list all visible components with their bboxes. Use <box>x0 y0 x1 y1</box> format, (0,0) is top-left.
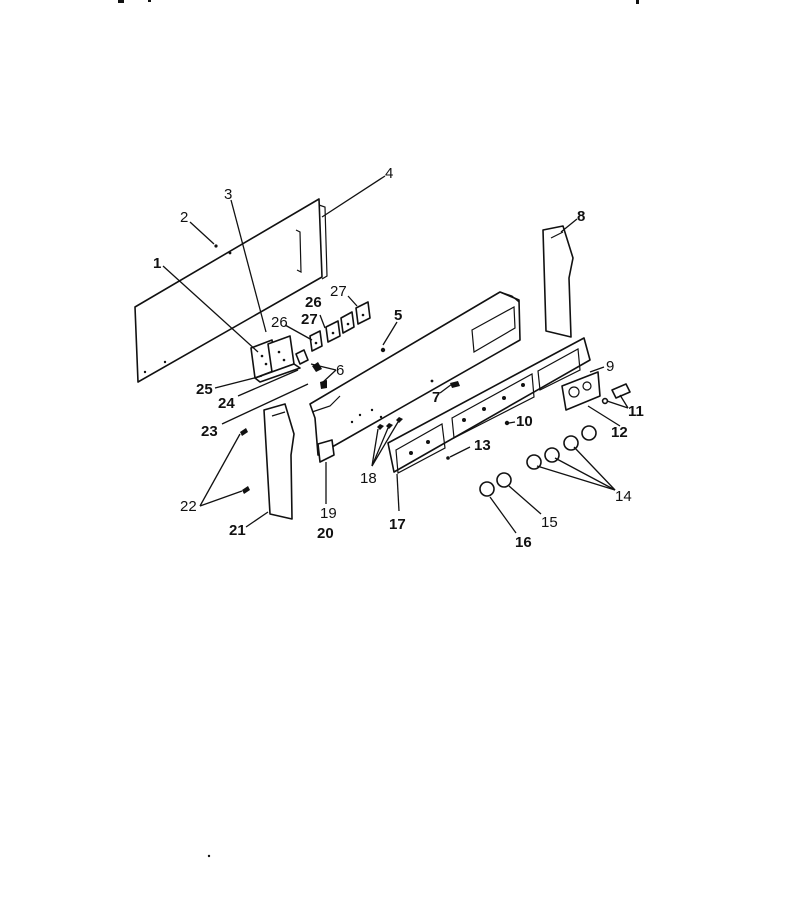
callout-27-right: 27 <box>330 283 347 300</box>
callout-23: 23 <box>201 423 218 440</box>
switch-block <box>250 335 309 383</box>
callout-4: 4 <box>385 165 393 182</box>
callout-6: 6 <box>336 362 344 379</box>
right-end-trim <box>542 225 574 338</box>
callout-8: 8 <box>577 208 585 225</box>
edge-marks <box>118 0 639 858</box>
callout-12: 12 <box>611 424 628 441</box>
callout-26-right: 26 <box>305 294 322 311</box>
callout-26-left: 26 <box>271 314 288 331</box>
control-knobs <box>479 425 597 497</box>
callout-25: 25 <box>196 381 213 398</box>
control-housing <box>309 291 521 463</box>
callout-10: 10 <box>516 413 533 430</box>
callout-7: 7 <box>432 389 440 406</box>
callout-18: 18 <box>360 470 377 487</box>
control-panel <box>387 337 591 474</box>
callout-2: 2 <box>180 209 188 226</box>
callout-3: 3 <box>224 186 232 203</box>
callout-20: 20 <box>317 525 334 542</box>
leader-lines <box>162 175 629 534</box>
relay-blocks <box>309 301 371 352</box>
hardware <box>240 362 510 494</box>
callout-22: 22 <box>180 498 197 515</box>
callout-19: 19 <box>320 505 337 522</box>
timer-clock <box>561 371 631 411</box>
callout-1: 1 <box>153 255 161 272</box>
callout-9: 9 <box>606 358 614 375</box>
callout-27-left: 27 <box>301 311 318 328</box>
back-panel <box>134 198 328 383</box>
callout-13: 13 <box>474 437 491 454</box>
left-end-trim <box>263 403 295 520</box>
callout-17: 17 <box>389 516 406 533</box>
callout-labels: 1 2 3 4 5 6 7 8 9 10 11 12 13 14 15 16 1… <box>153 165 644 551</box>
callout-5: 5 <box>394 307 402 324</box>
callout-11: 11 <box>628 403 644 420</box>
callout-21: 21 <box>229 522 246 539</box>
callout-24: 24 <box>218 395 235 412</box>
callout-16: 16 <box>515 534 532 551</box>
callout-15: 15 <box>541 514 558 531</box>
callout-14: 14 <box>615 488 632 505</box>
